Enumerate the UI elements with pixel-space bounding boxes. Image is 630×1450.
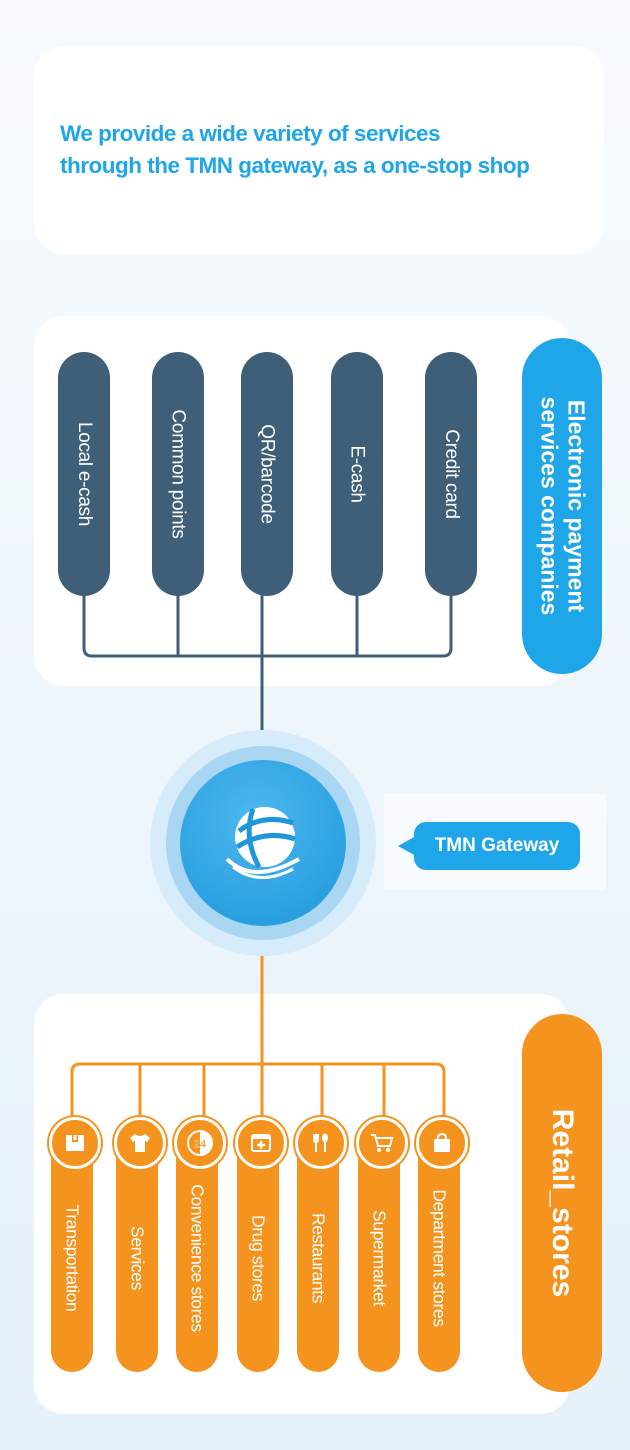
retail-item-label: Services (127, 1226, 148, 1290)
retail-item-label: Department stores (429, 1189, 450, 1327)
headline: We provide a wide variety of services th… (60, 118, 600, 182)
payment-item-label: QR/barcode (257, 424, 279, 524)
retail-item-drug-stores: Drug stores (237, 1140, 279, 1372)
retail-item-label: Transportation (62, 1204, 83, 1312)
first-aid-icon (235, 1117, 287, 1169)
payment-item-common-points: Common points (152, 352, 204, 596)
retail-item-department-stores: Department stores (418, 1140, 460, 1372)
headline-line-1: We provide a wide variety of services (60, 121, 441, 146)
shopping-bag-icon (416, 1117, 468, 1169)
retail-group-label-text: Retail_stores (546, 1108, 579, 1298)
retail-item-supermarket: Supermarket (358, 1140, 400, 1372)
gateway-node (180, 760, 346, 926)
retail-group-label: Retail_stores (522, 1014, 602, 1392)
retail-item-transportation: Transportation (51, 1140, 93, 1372)
headline-card (34, 46, 604, 254)
payment-group-label: Electronic payment services companies (522, 338, 602, 674)
retail-item-services: Services (116, 1140, 158, 1372)
payment-item-label: Common points (168, 409, 189, 539)
retail-item-label: Restaurants (308, 1213, 329, 1303)
clock-24-label: 24 (194, 1139, 207, 1151)
clock-24-icon: 24 (174, 1117, 226, 1169)
payment-item-label: Credit card (441, 429, 462, 519)
gateway-label-pointer (398, 836, 416, 856)
payment-item-local-e-cash: Local e-cash (58, 352, 110, 596)
payment-group-label-line-2: services companies (536, 396, 563, 616)
payment-card (34, 316, 570, 686)
retail-item-restaurants: Restaurants (297, 1140, 339, 1372)
retail-item-label: Supermarket (369, 1210, 390, 1306)
box-icon (49, 1117, 101, 1169)
gateway-label: TMN Gateway (414, 822, 580, 870)
fork-spoon-icon (295, 1117, 347, 1169)
payment-group-label-line-1: Electronic payment (563, 399, 590, 613)
payment-item-qr-barcode: QR/barcode (241, 352, 293, 596)
payment-item-label: E-cash (347, 445, 368, 503)
payment-item-e-cash: E-cash (331, 352, 383, 596)
payment-item-label: Local e-cash (74, 421, 96, 527)
globe-icon (225, 807, 300, 879)
retail-item-label: Drug stores (248, 1214, 269, 1302)
payment-item-credit-card: Credit card (425, 352, 477, 596)
retail-item-label: Convenience stores (187, 1184, 208, 1332)
retail-item-convenience-stores: Convenience stores (176, 1140, 218, 1372)
cart-icon (356, 1117, 408, 1169)
shirt-icon (114, 1117, 166, 1169)
headline-line-2: through the TMN gateway, as a one-stop s… (60, 153, 530, 178)
